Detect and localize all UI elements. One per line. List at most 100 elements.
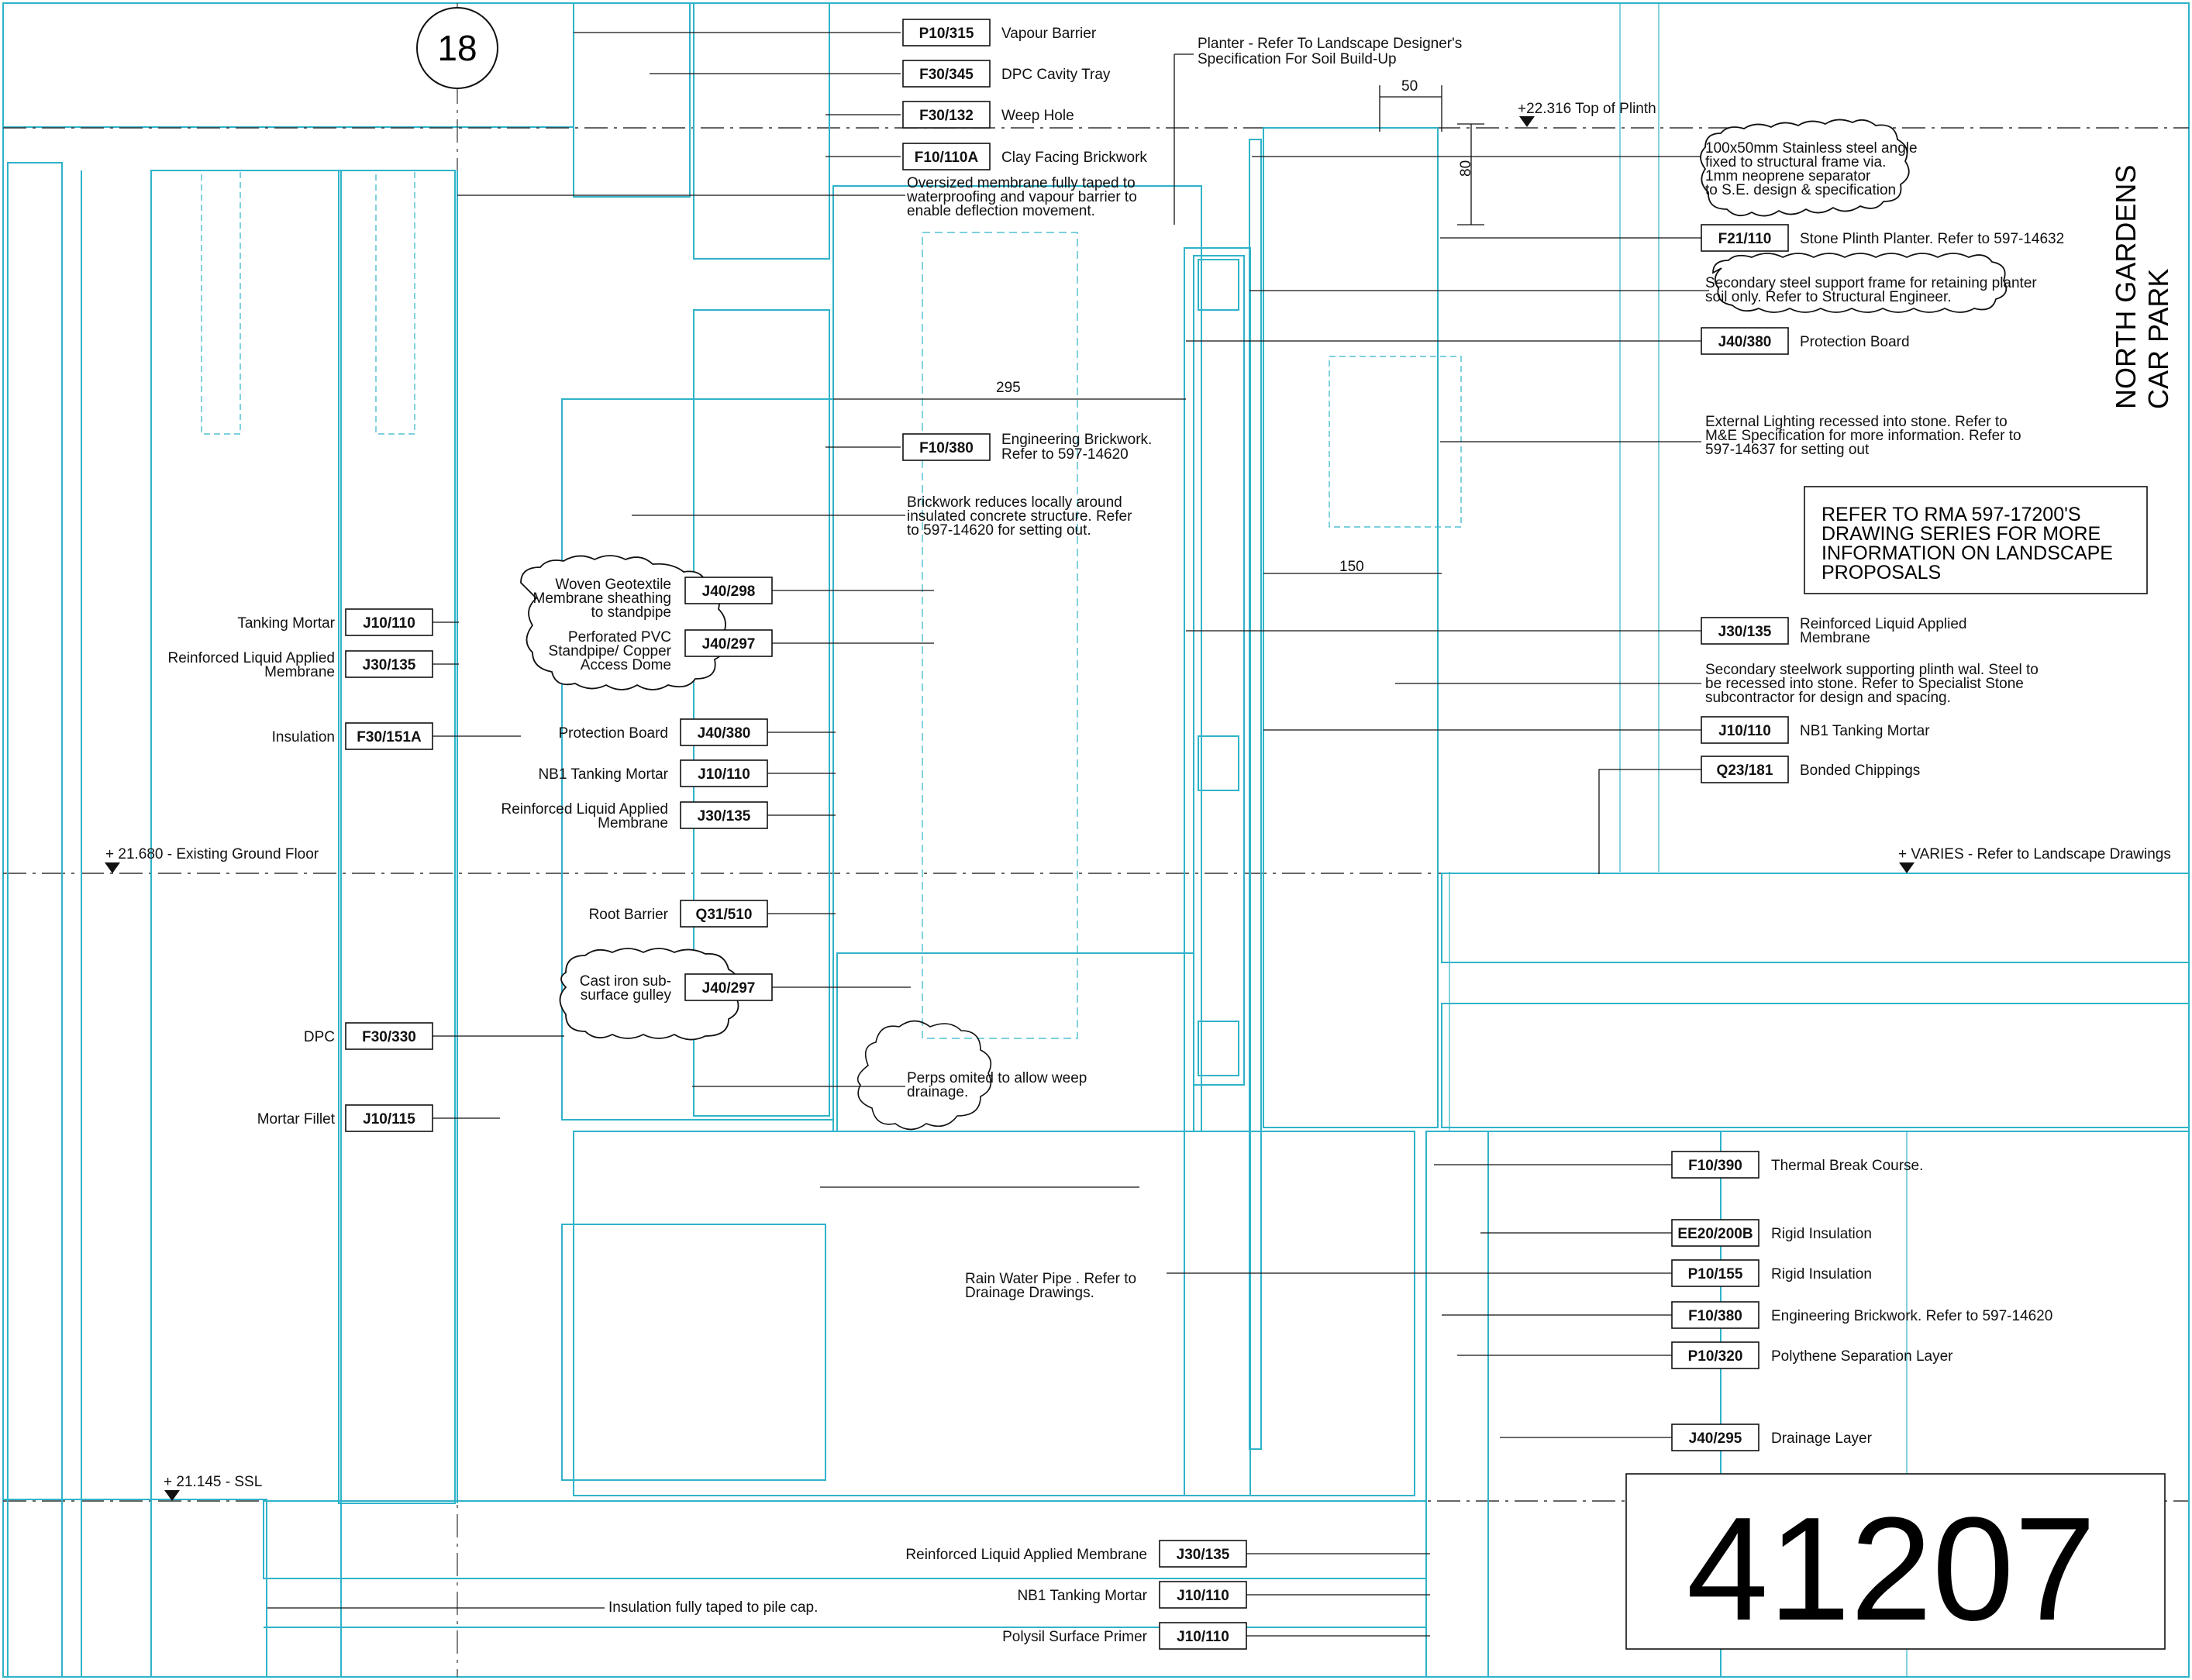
note-box-line3: INFORMATION ON LANDSCAPE [1821, 542, 2113, 564]
code-clay-facing: F10/110A [915, 150, 979, 166]
note-perps-1: Perps omited to allow weep [907, 1070, 1087, 1086]
center-callouts: P10/315 Vapour Barrier F30/345 DPC Cavit… [574, 19, 1152, 463]
notes: Planter - Refer To Landscape Designer's … [267, 36, 1462, 1616]
mid-code-3: J10/110 [698, 766, 750, 783]
mid-code-2: J40/380 [698, 725, 751, 742]
left-text-2: Insulation [272, 729, 335, 745]
note-box-line4: PROPOSALS [1821, 562, 1941, 584]
lr-code-0: F10/390 [1688, 1158, 1742, 1174]
right-text-6b: be recessed into stone. Refer to Special… [1705, 676, 2024, 692]
mid-text-1a: Perforated PVC [568, 629, 671, 645]
note-box-line1: REFER TO RMA 597-17200'S [1821, 504, 2081, 525]
lr-code-1: EE20/200B [1677, 1226, 1753, 1242]
level-existing-ground: + 21.680 - Existing Ground Floor [105, 846, 319, 862]
detail-number-bubble: 18 [416, 7, 498, 89]
right-text-2b: soil only. Refer to Structural Engineer. [1705, 289, 1952, 305]
note-rain-water-1: Rain Water Pipe . Refer to [965, 1271, 1136, 1287]
right-text-5a: Reinforced Liquid Applied [1800, 616, 1967, 632]
level-triangle-icon [1519, 116, 1535, 127]
bottom-text-0: Reinforced Liquid Applied Membrane [905, 1547, 1147, 1563]
note-box-line2: DRAWING SERIES FOR MORE [1821, 523, 2101, 545]
left-code-3: F30/330 [362, 1029, 416, 1045]
mid-text-6a: Cast iron sub- [580, 973, 671, 990]
right-code-8: Q23/181 [1717, 763, 1773, 779]
note-planter-2: Specification For Soil Build-Up [1198, 51, 1397, 67]
callout-code-box [902, 19, 991, 46]
lr-code-4: P10/320 [1688, 1348, 1743, 1365]
level-markers: +22.316 Top of Plinth + 21.680 - Existin… [105, 101, 2171, 1501]
lower-right-callouts: F10/390 Thermal Break Course. EE20/200B … [1167, 1151, 2052, 1451]
text-weep-hole: Weep Hole [1001, 108, 1074, 124]
note-brickwork-2: insulated concrete structure. Refer [907, 508, 1132, 525]
left-callouts: J10/110 Tanking Mortar J30/135 Reinforce… [168, 608, 564, 1132]
side-title-line1: NORTH GARDENS [2110, 165, 2142, 409]
detail-number: 18 [437, 28, 477, 68]
lr-text-4: Polythene Separation Layer [1771, 1348, 1953, 1365]
dimensions: 50 80 295 150 [833, 78, 1484, 575]
left-text-0: Tanking Mortar [237, 615, 335, 632]
mid-text-1b: Standpipe/ Copper [549, 643, 672, 659]
right-text-3: Protection Board [1800, 334, 1910, 350]
level-varies: + VARIES - Refer to Landscape Drawings [1898, 846, 2171, 862]
note-perps-2: drainage. [907, 1084, 968, 1100]
mid-text-4b: Membrane [598, 815, 668, 831]
mid-text-0c: to standpipe [591, 604, 671, 621]
mid-text-6b: surface gulley [581, 987, 672, 1004]
note-rain-water-2: Drainage Drawings. [965, 1285, 1094, 1301]
lr-text-1: Rigid Insulation [1771, 1226, 1872, 1242]
right-text-1: Stone Plinth Planter. Refer to 597-14632 [1800, 231, 2064, 247]
mid-code-1: J40/297 [702, 636, 756, 652]
left-text-4: Mortar Fillet [257, 1111, 336, 1127]
bottom-code-1: J10/110 [1177, 1588, 1229, 1604]
level-ssl: + 21.145 - SSL [164, 1474, 262, 1490]
left-text-1b: Membrane [264, 664, 335, 680]
bottom-text-1: NB1 Tanking Mortar [1017, 1588, 1147, 1604]
right-code-3: J40/380 [1718, 334, 1772, 350]
code-weep-hole: F30/132 [919, 108, 974, 124]
dimension-50: 50 [1401, 78, 1418, 95]
bottom-text-2: Polysil Surface Primer [1002, 1629, 1148, 1645]
bottom-callouts: J30/135 Reinforced Liquid Applied Membra… [905, 1540, 1430, 1650]
mid-code-5: Q31/510 [696, 907, 753, 923]
right-code-7: J10/110 [1718, 723, 1771, 739]
note-membrane-3: enable deflection movement. [907, 203, 1095, 219]
mid-code-6: J40/297 [702, 980, 756, 997]
text-dpc-cavity-tray: DPC Cavity Tray [1001, 67, 1111, 83]
left-text-3: DPC [304, 1029, 335, 1045]
side-title-line2: CAR PARK [2142, 269, 2174, 409]
right-text-8: Bonded Chippings [1800, 763, 1920, 779]
text-eng-brick-1: Engineering Brickwork. [1001, 432, 1152, 448]
level-triangle-icon [105, 862, 120, 873]
left-code-1: J30/135 [363, 657, 416, 673]
code-dpc-cavity-tray: F30/345 [919, 67, 974, 83]
right-code-5: J30/135 [1718, 624, 1772, 640]
right-text-6c: subcontractor for design and spacing. [1705, 690, 1951, 706]
mid-text-0b: Membrane sheathing [533, 590, 672, 607]
drawing-number: 41207 [1687, 1487, 2096, 1651]
right-code-1: F21/110 [1718, 231, 1772, 247]
drawing-number-box: 41207 [1625, 1473, 2166, 1651]
note-membrane-1: Oversized membrane fully taped to [907, 175, 1136, 191]
text-vapour-barrier: Vapour Barrier [1001, 26, 1097, 42]
right-text-7: NB1 Tanking Mortar [1800, 723, 1930, 739]
dimension-150: 150 [1339, 559, 1364, 575]
note-insulation-pile: Insulation fully taped to pile cap. [608, 1599, 818, 1616]
mid-text-4a: Reinforced Liquid Applied [501, 801, 669, 818]
mid-text-1c: Access Dome [581, 657, 671, 673]
note-brickwork-3: to 597-14620 for setting out. [907, 522, 1091, 539]
right-text-0a: 100x50mm Stainless steel angle [1705, 140, 1918, 157]
mid-text-5: Root Barrier [589, 907, 669, 923]
lr-code-2: P10/155 [1688, 1266, 1743, 1282]
dimension-295: 295 [996, 380, 1021, 396]
note-planter-1: Planter - Refer To Landscape Designer's [1198, 36, 1462, 52]
left-code-0: J10/110 [363, 615, 415, 632]
right-text-4c: 597-14637 for setting out [1705, 442, 1870, 458]
code-eng-brick: F10/380 [919, 440, 974, 456]
right-text-0c: 1mm neoprene separator [1705, 168, 1871, 184]
note-membrane-2: waterproofing and vapour barrier to [906, 189, 1137, 205]
code-vapour-barrier: P10/315 [919, 26, 974, 42]
lr-text-0: Thermal Break Course. [1771, 1158, 1923, 1174]
mid-text-3: NB1 Tanking Mortar [538, 766, 668, 783]
